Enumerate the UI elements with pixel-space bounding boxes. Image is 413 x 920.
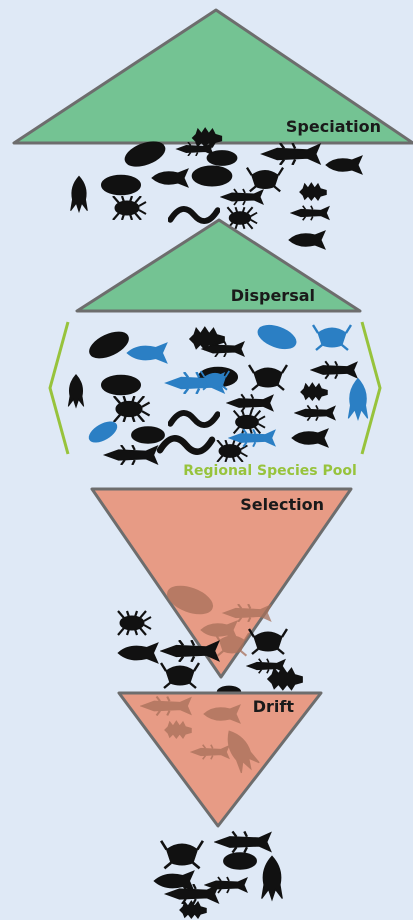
organism-silhouette-icon [132, 427, 165, 444]
organism-silhouette-icon [207, 151, 237, 166]
organism-silhouette-icon [295, 405, 335, 420]
selection-label: Selection [240, 495, 324, 514]
organism-silhouette-icon [227, 207, 257, 229]
organism-silhouette-icon [113, 196, 146, 220]
organism-silhouette-icon [161, 841, 203, 869]
organism-silhouette-icon [170, 413, 217, 425]
organism-silhouette-icon [105, 445, 158, 465]
organism-silhouette-icon [301, 383, 328, 401]
organism-silhouette-icon [227, 394, 273, 411]
organism-silhouette-icon [292, 429, 328, 447]
organism-silhouette-icon [217, 440, 247, 462]
organism-silhouette-icon [262, 143, 320, 165]
organism-silhouette-icon [86, 327, 132, 363]
speciation-stage: Speciation [14, 10, 413, 143]
organism-silhouette-icon [180, 901, 207, 919]
organism-silhouette-icon [152, 169, 188, 187]
organism-silhouette-icon [192, 166, 232, 186]
organism-silhouette-icon [249, 629, 287, 654]
drift-stage: Drift [119, 693, 321, 826]
organism-silhouette-icon [86, 418, 120, 447]
drift-label: Drift [253, 697, 295, 716]
organism-silhouette-icon [154, 871, 194, 891]
organism-silhouette-icon [326, 156, 362, 174]
speciation-label: Speciation [286, 117, 381, 136]
organism-silhouette-icon [102, 375, 141, 395]
pool-bracket-left [50, 322, 68, 454]
organism-silhouette-icon [215, 831, 270, 852]
organism-silhouette-icon [68, 375, 83, 408]
organism-silhouette-icon [160, 438, 212, 451]
organism-silhouette-icon [224, 853, 257, 870]
organism-silhouette-icon [247, 168, 283, 192]
regional-species-pool: Regional Species Pool [50, 321, 380, 479]
organism-silhouette-icon [268, 667, 303, 690]
organism-silhouette-icon [170, 209, 217, 221]
organism-silhouette-icon [289, 231, 325, 249]
organism-silhouette-icon [262, 856, 283, 899]
organism-silhouette-icon [234, 411, 265, 434]
organism-silhouette-icon [247, 659, 285, 674]
organism-silhouette-icon [221, 189, 263, 205]
organism-silhouette-icon [255, 321, 299, 353]
organism-silhouette-icon [313, 325, 351, 350]
organism-silhouette-icon [118, 611, 151, 635]
pool-label: Regional Species Pool [183, 463, 357, 479]
organism-silhouette-icon [102, 175, 141, 195]
organism-silhouette-icon [114, 396, 150, 422]
final-community-organisms [154, 831, 282, 918]
pool-organisms-dark [68, 327, 357, 465]
organism-silhouette-icon [71, 176, 88, 211]
organism-silhouette-icon [300, 183, 327, 201]
pool-bracket-right [362, 322, 380, 454]
organism-silhouette-icon [161, 663, 199, 688]
organism-silhouette-icon [291, 206, 329, 221]
dispersal-label: Dispersal [231, 286, 315, 305]
organism-silhouette-icon [311, 361, 357, 378]
organism-silhouette-icon [127, 343, 167, 363]
organism-silhouette-icon [249, 365, 287, 390]
organism-silhouette-icon [348, 379, 367, 420]
organism-silhouette-icon [118, 643, 158, 663]
